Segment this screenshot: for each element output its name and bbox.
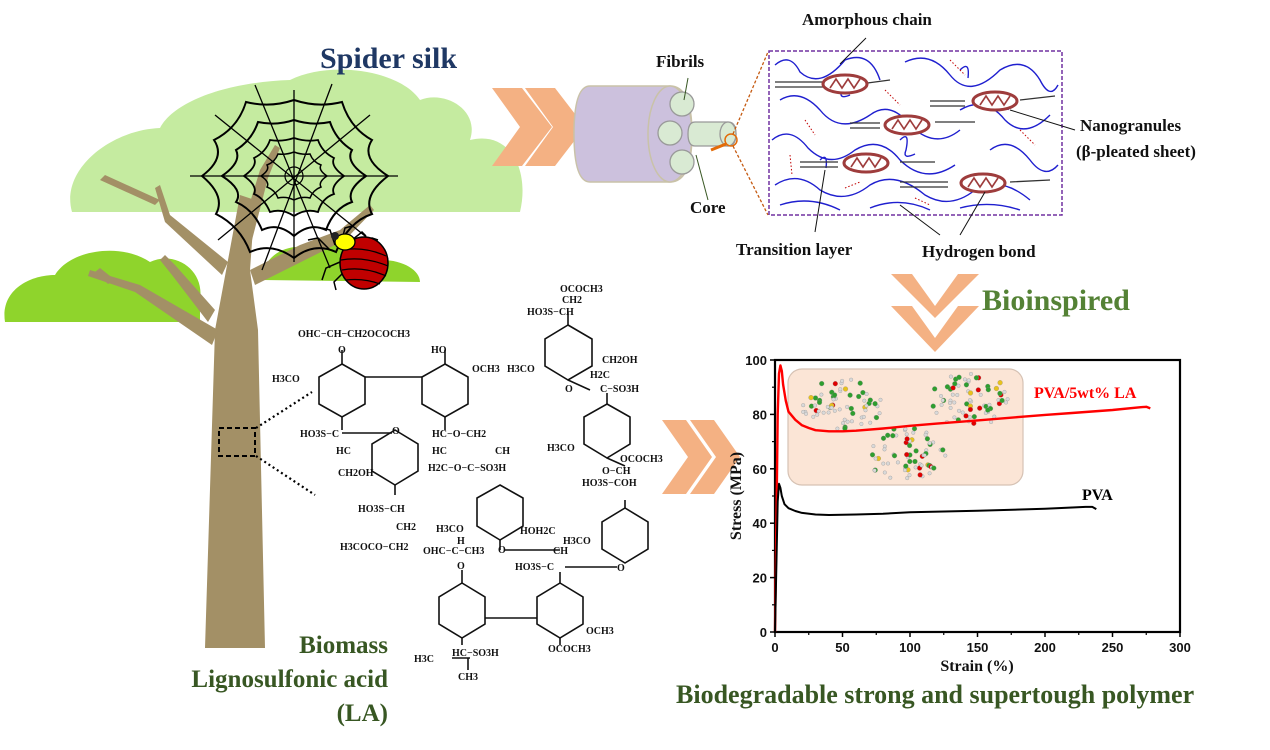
- series-line-pva: [774, 482, 1097, 633]
- x-tick-label: 100: [899, 640, 921, 655]
- chem-group: O: [617, 563, 625, 574]
- nanogranules-label: Nanogranules: [1080, 116, 1182, 135]
- amorphous-chain-label: Amorphous chain: [802, 10, 932, 29]
- chem-group: H3CO: [507, 364, 535, 375]
- chem-group: H2C: [590, 370, 610, 381]
- chem-group: O: [565, 384, 573, 395]
- arrow-right-icon: [492, 88, 585, 166]
- chem-group: HC: [432, 446, 447, 457]
- chem-group: HC: [336, 446, 351, 457]
- chem-group: CH2: [562, 295, 582, 306]
- fibrils-label: Fibrils: [656, 52, 705, 71]
- chem-group: OCOCH3: [560, 284, 603, 295]
- x-tick-label: 0: [771, 640, 778, 655]
- chem-group: H2C−O−C−SO3H: [428, 463, 506, 474]
- chem-group: HOH2C: [520, 526, 556, 537]
- tree-trunk: [88, 145, 374, 648]
- chem-group: CH2OH: [602, 355, 638, 366]
- x-tick-label: 250: [1102, 640, 1124, 655]
- chem-group: HC−SO3H: [452, 648, 499, 659]
- x-tick-label: 300: [1169, 640, 1191, 655]
- nanostructure-diagram: [768, 37, 1076, 236]
- molecule-cluster-icon: [869, 426, 948, 481]
- spider-icon: [307, 225, 389, 291]
- y-tick-label: 60: [753, 462, 767, 477]
- chem-group: O: [457, 561, 465, 572]
- molecule-cluster-icon: [801, 377, 883, 431]
- fibril-circle: [669, 91, 695, 117]
- chem-group: OHC−C−CH3: [423, 546, 484, 557]
- transition-layer-label: Transition layer: [736, 240, 853, 259]
- chem-group: OCOCH3: [620, 454, 663, 465]
- chem-group: HO3S−C: [515, 562, 554, 573]
- chem-group: O: [498, 545, 506, 556]
- y-tick-label: 40: [753, 516, 767, 531]
- chem-group: OCOCH3: [548, 644, 591, 655]
- chem-group: CH3: [458, 672, 478, 683]
- x-axis-title: Strain (%): [940, 658, 1013, 675]
- chem-group: OCH3: [472, 364, 500, 375]
- chem-group: O−CH: [602, 466, 631, 477]
- chem-group: HO3S−C: [300, 429, 339, 440]
- chem-group: O: [392, 426, 400, 437]
- core-label: Core: [690, 198, 726, 217]
- series-line-pva-la: [773, 364, 1151, 633]
- fibril-circle: [669, 149, 695, 175]
- tree-canopy-small: [4, 250, 201, 322]
- y-tick-label: 20: [753, 571, 767, 586]
- zoom-line-bottom: [255, 455, 316, 496]
- y-tick-label: 100: [745, 353, 767, 368]
- series-label-pva: PVA: [1082, 487, 1113, 504]
- chem-group: O: [338, 345, 346, 356]
- spider-silk-title: Spider silk: [320, 42, 458, 75]
- chem-group: H3C: [414, 654, 434, 665]
- arrow-down-icon: [891, 274, 979, 352]
- arrow-right-icon-2: [662, 420, 740, 494]
- chem-group: CH: [495, 446, 510, 457]
- spider-web-icon: [190, 83, 398, 271]
- chem-group: OCH3: [586, 626, 614, 637]
- trunk-zoom-box: [218, 427, 256, 457]
- zoom-line-top: [255, 391, 313, 429]
- chem-group: HO3S−COH: [582, 478, 637, 489]
- tree-canopy-large: [70, 69, 523, 212]
- hydrogen-bond-label: Hydrogen bond: [922, 242, 1036, 261]
- chem-group: H3COCO−CH2: [340, 542, 408, 553]
- chem-group: HO3S−CH: [527, 307, 574, 318]
- x-tick-label: 200: [1034, 640, 1056, 655]
- y-axis-title: Stress (MPa): [728, 452, 745, 540]
- beta-sheet-label: (β-pleated sheet): [1076, 142, 1196, 161]
- chem-group: H3CO: [272, 374, 300, 385]
- y-tick-label: 0: [760, 625, 767, 640]
- lignosulfonic-acid-label: Lignosulfonic acid: [191, 666, 388, 693]
- chem-group: OHC−CH−CH2OCOCH3: [298, 329, 410, 340]
- la-label: (LA): [336, 700, 388, 727]
- chem-group: H: [457, 536, 465, 547]
- x-tick-label: 150: [967, 640, 989, 655]
- fibril-circle: [657, 120, 683, 146]
- benzene-ring: [601, 507, 649, 564]
- bottom-caption: Biodegradable strong and supertough poly…: [676, 680, 1195, 709]
- chem-group: CH2OH: [338, 468, 374, 479]
- chem-group: HO3S−CH: [358, 504, 405, 515]
- series-label-pva-la: PVA/5wt% LA: [1034, 385, 1137, 402]
- chem-group: H3CO: [563, 536, 591, 547]
- y-tick-label: 80: [753, 407, 767, 422]
- x-tick-label: 50: [835, 640, 849, 655]
- chem-group: HO: [431, 345, 447, 356]
- chem-group: H3CO: [436, 524, 464, 535]
- biomass-label: Biomass: [299, 632, 388, 659]
- chem-group: CH2: [396, 522, 416, 533]
- bioinspired-label: Bioinspired: [982, 284, 1130, 317]
- chem-group: HC−O−CH2: [432, 429, 486, 440]
- chem-group: H3CO: [547, 443, 575, 454]
- molecule-cluster-icon: [930, 371, 1010, 426]
- chem-group: CH: [553, 546, 568, 557]
- chem-group: C−SO3H: [600, 384, 639, 395]
- molecule-models: [801, 371, 1010, 481]
- silk-fiber-icon: [573, 51, 769, 216]
